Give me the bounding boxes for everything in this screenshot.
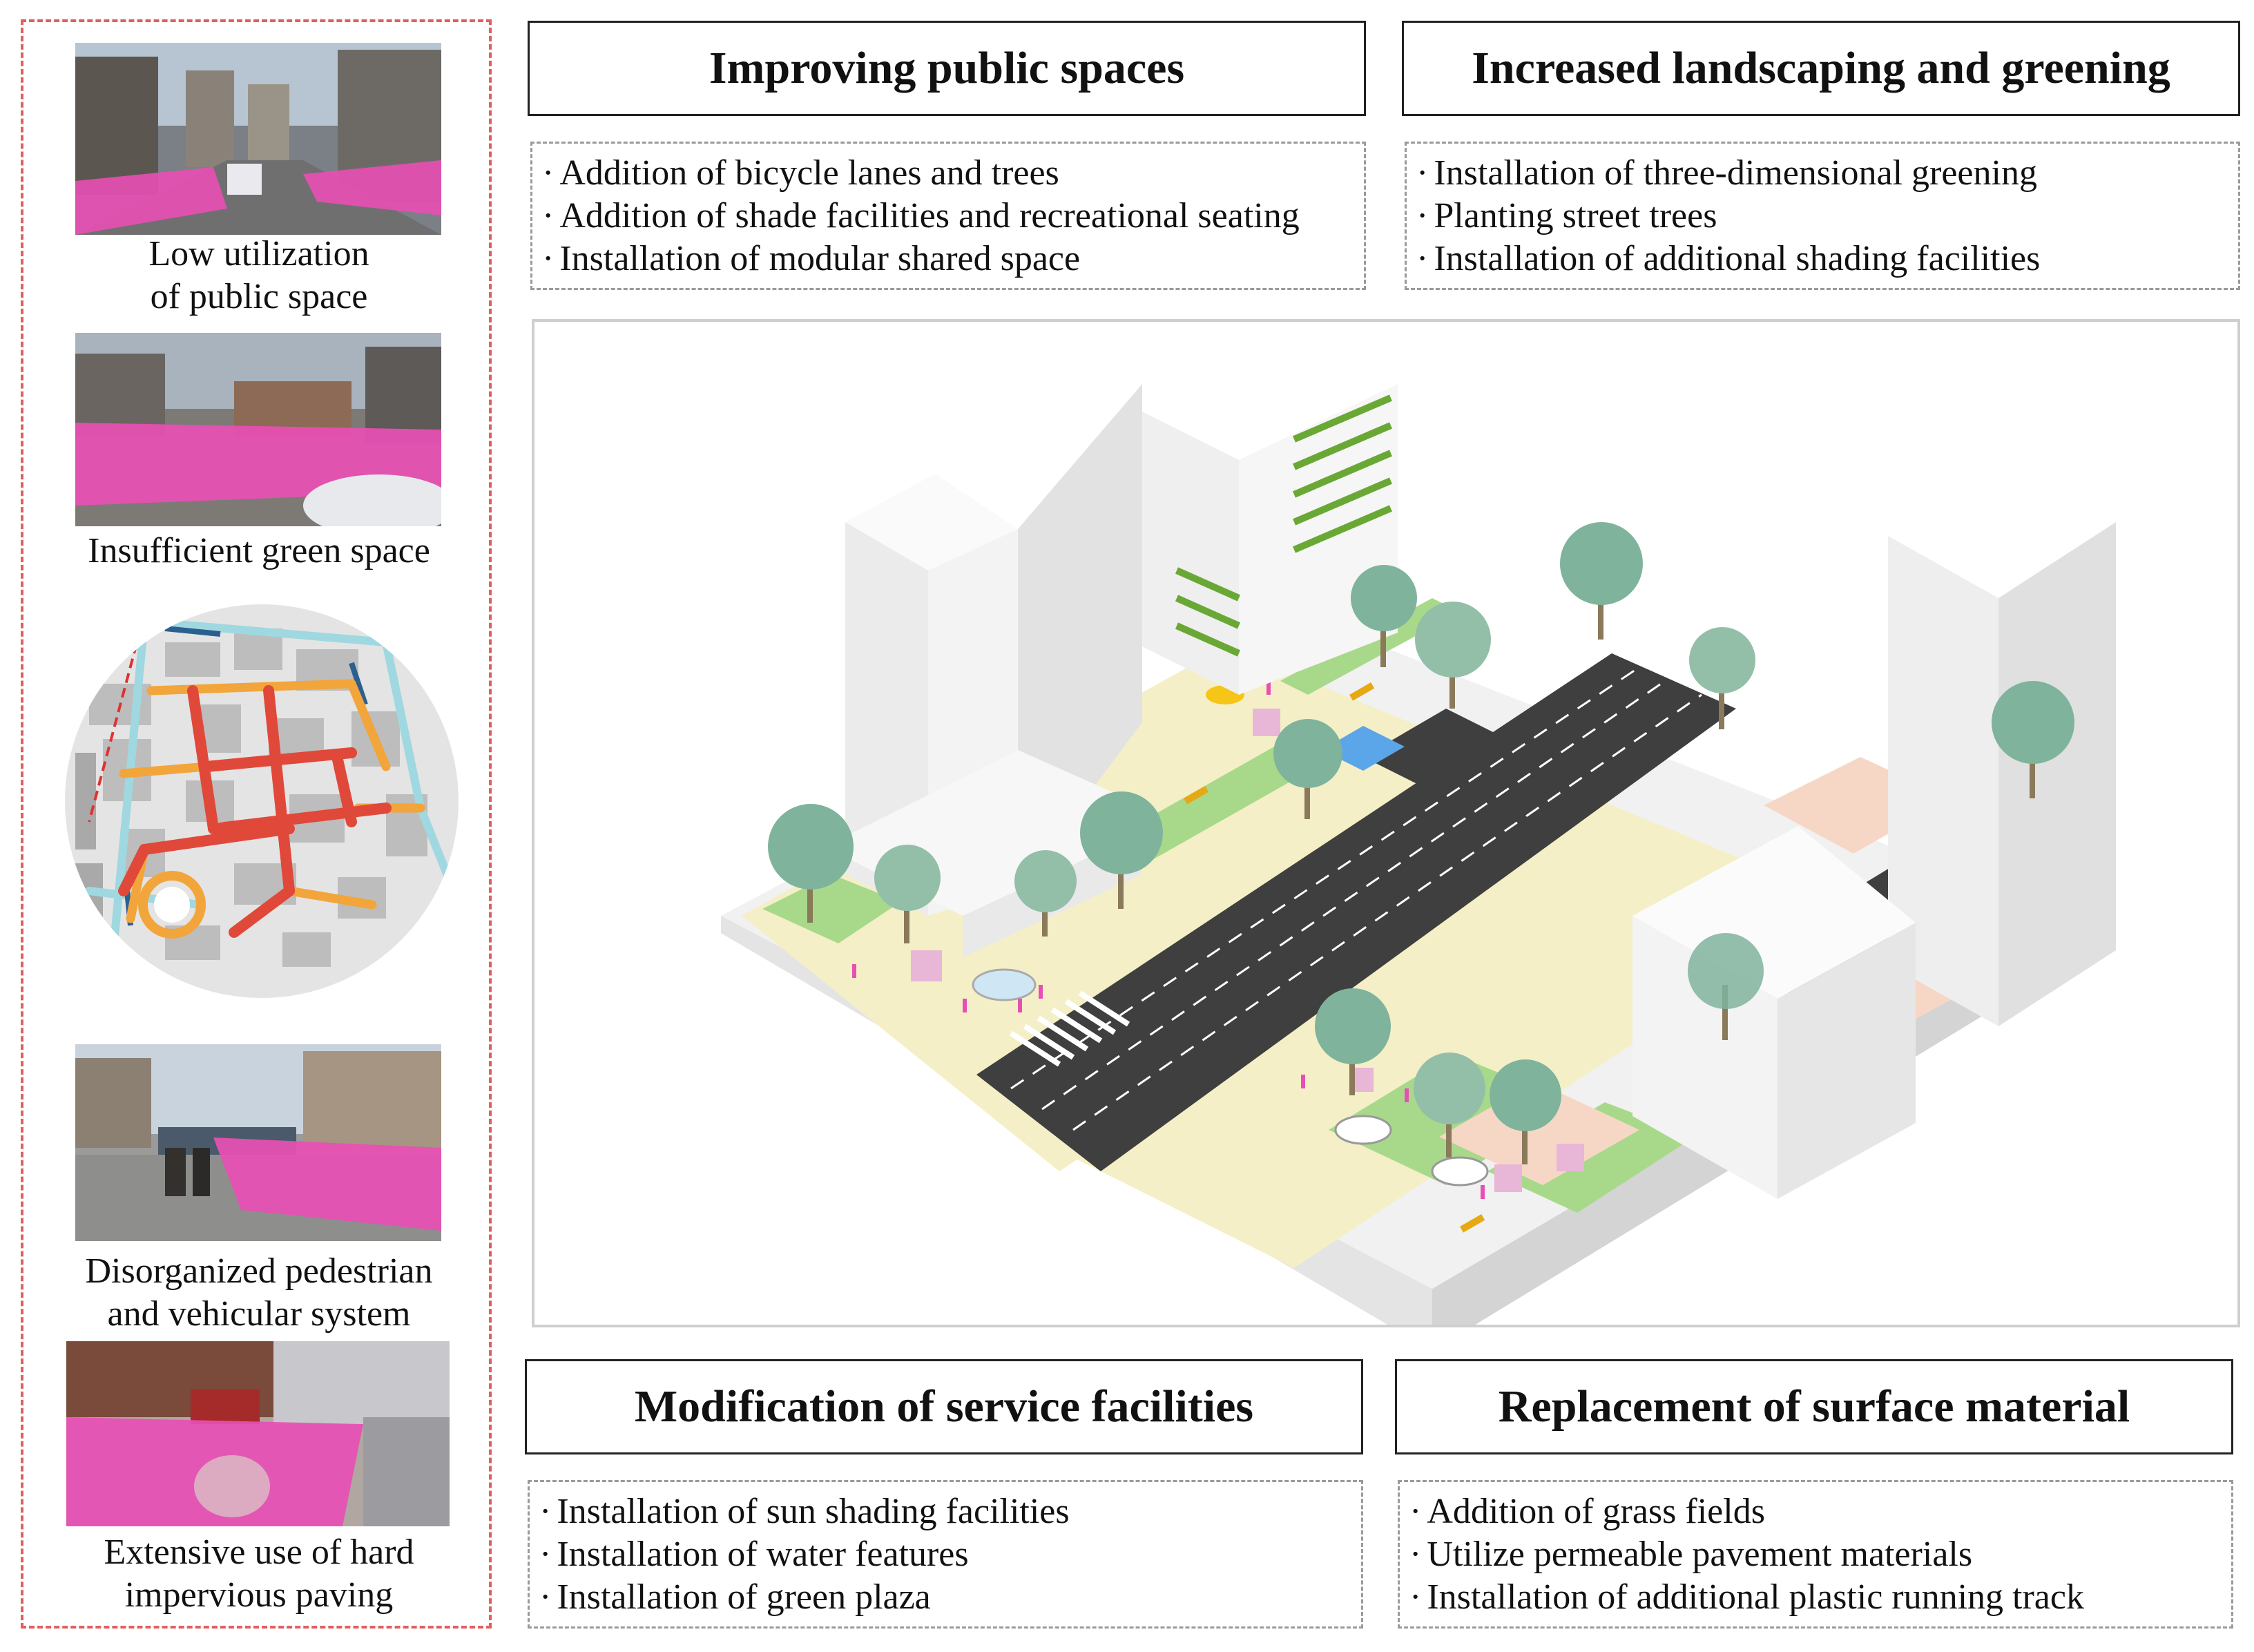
- list-item: ·Addition of grass fields: [1409, 1492, 1765, 1531]
- section-title-landscaping: Increased landscaping and greening: [1402, 21, 2240, 116]
- problem-panel: Low utilization of public space Insuffic…: [21, 19, 492, 1629]
- section-title-public-spaces: Improving public spaces: [528, 21, 1366, 116]
- list-item: ·Utilize permeable pavement materials: [1409, 1535, 1973, 1574]
- main-road: [976, 653, 1736, 1171]
- list-item: ·Addition of shade facilities and recrea…: [542, 196, 1300, 236]
- street-trees: [768, 522, 2074, 1164]
- street-renovation-illustration: [532, 319, 2240, 1327]
- section-list-public-spaces: ·Addition of bicycle lanes and trees ·Ad…: [530, 142, 1366, 290]
- photo-low-utilization: [75, 43, 441, 235]
- photo-disorganized-traffic: [75, 1044, 441, 1241]
- list-item: ·Installation of sun shading facilities: [539, 1492, 1070, 1531]
- road-network-map: [61, 601, 462, 1001]
- section-list-service-facilities: ·Installation of sun shading facilities …: [528, 1480, 1363, 1629]
- photo-hard-paving: [66, 1341, 450, 1526]
- list-item: ·Installation of modular shared space: [542, 239, 1081, 278]
- list-item: ·Installation of green plaza: [539, 1577, 931, 1617]
- section-title-surface-material: Replacement of surface material: [1395, 1359, 2233, 1454]
- section-list-surface-material: ·Addition of grass fields ·Utilize perme…: [1398, 1480, 2233, 1629]
- section-list-landscaping: ·Installation of three-dimensional green…: [1405, 142, 2240, 290]
- caption-hard-paving: Extensive use of hard impervious paving: [104, 1533, 414, 1615]
- list-item: ·Planting street trees: [1416, 196, 1717, 236]
- list-item: ·Installation of additional shading faci…: [1416, 239, 2041, 278]
- list-item: ·Installation of additional plastic runn…: [1409, 1577, 2084, 1617]
- caption-disorganized-traffic: Disorganized pedestrian and vehicular sy…: [85, 1251, 433, 1334]
- photo-insufficient-green: [75, 333, 441, 526]
- list-item: ·Installation of water features: [539, 1535, 969, 1574]
- list-item: ·Addition of bicycle lanes and trees: [542, 153, 1059, 193]
- caption-low-utilization: Low utilization of public space: [148, 234, 369, 316]
- section-title-service-facilities: Modification of service facilities: [525, 1359, 1363, 1454]
- caption-insufficient-green: Insufficient green space: [88, 531, 430, 570]
- list-item: ·Installation of three-dimensional green…: [1416, 153, 2037, 193]
